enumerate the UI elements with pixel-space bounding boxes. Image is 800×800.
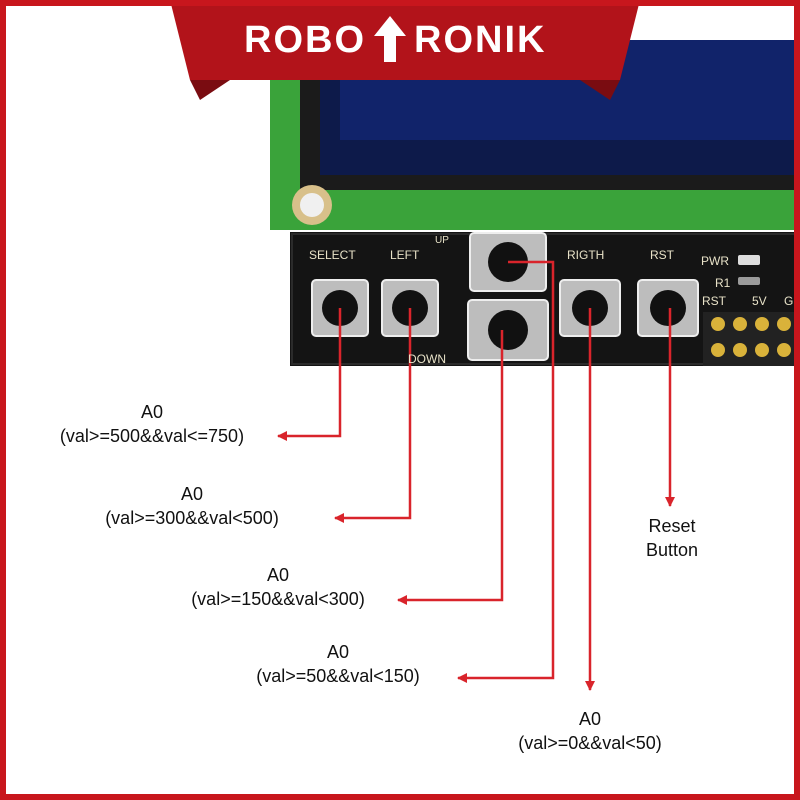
annotation-reset-line1: Reset xyxy=(648,516,696,536)
arrow-up xyxy=(457,260,555,683)
silk-pwr: PWR xyxy=(701,254,729,268)
silk-header-g: G xyxy=(784,294,794,308)
annotation-select-range: (val>=500&&val<=750) xyxy=(59,426,245,446)
brand-logo: ROBO RONIK xyxy=(0,0,800,110)
annotation-left: A0 (val>=300&&val<500) xyxy=(105,482,279,530)
brand-text-right: RONIK xyxy=(414,19,547,61)
mounting-hole xyxy=(300,193,324,217)
annotation-left-title: A0 xyxy=(180,484,204,504)
arrow-left xyxy=(334,308,412,523)
brand-fold-left xyxy=(190,80,230,100)
brand-fold-right xyxy=(580,80,620,100)
button-down-cap xyxy=(488,310,528,350)
annotation-down: A0 (val>=150&&val<300) xyxy=(191,563,365,611)
annotation-right: A0 (val>=0&&val<50) xyxy=(518,707,662,755)
annotation-select: A0 (val>=500&&val<=750) xyxy=(60,400,244,448)
annotation-up: A0 (val>=50&&val<150) xyxy=(256,640,420,688)
annotation-left-range: (val>=300&&val<500) xyxy=(105,508,279,528)
r1-resistor xyxy=(738,277,760,285)
up-arrow-icon xyxy=(372,14,408,64)
brand-text-left: ROBO xyxy=(244,19,366,61)
silk-reset: RST xyxy=(650,248,674,262)
arrow-select xyxy=(277,308,342,441)
annotation-reset-line2: Button xyxy=(645,540,699,560)
annotation-right-range: (val>=0&&val<50) xyxy=(518,733,662,753)
annotation-up-range: (val>=50&&val<150) xyxy=(256,666,420,686)
connector-lines xyxy=(277,260,675,691)
silk-up: UP xyxy=(435,235,449,246)
silk-right: RIGTH xyxy=(567,248,605,262)
annotation-right-title: A0 xyxy=(578,709,602,729)
annotation-down-range: (val>=150&&val<300) xyxy=(191,589,365,609)
pwr-led xyxy=(738,255,760,265)
brand-ribbon xyxy=(170,0,640,80)
silk-left: LEFT xyxy=(390,248,420,262)
brand-banner xyxy=(170,0,640,100)
annotation-reset: Reset Button xyxy=(646,514,698,562)
header-pins xyxy=(703,312,800,366)
silk-r1: R1 xyxy=(715,276,731,290)
annotation-select-title: A0 xyxy=(140,402,164,422)
annotation-up-title: A0 xyxy=(326,642,350,662)
button-down[interactable] xyxy=(467,299,549,361)
silk-header-rst: RST xyxy=(702,294,726,308)
button-reset[interactable] xyxy=(637,279,699,337)
annotation-down-title: A0 xyxy=(266,565,290,585)
silk-header-5v: 5V xyxy=(752,294,767,308)
silk-down: DOWN xyxy=(408,352,446,366)
silk-select: SELECT xyxy=(309,248,356,262)
button-reset-cap xyxy=(650,290,686,326)
arrow-down xyxy=(397,330,504,605)
